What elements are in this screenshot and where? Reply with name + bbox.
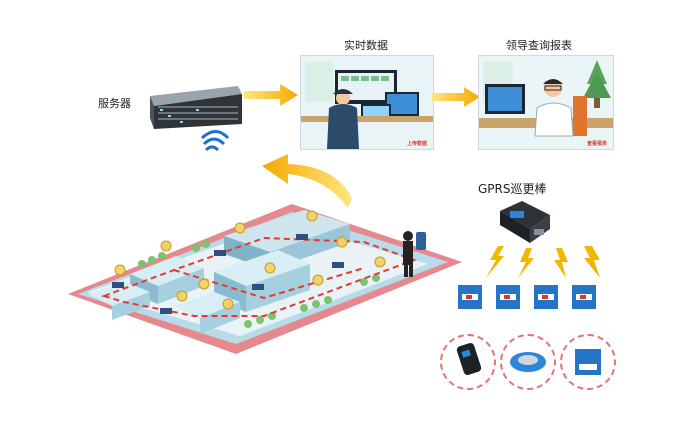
- wifi-icon: [200, 128, 230, 156]
- server-icon: [146, 84, 244, 130]
- campus-map: [64, 198, 466, 360]
- tree-icon: [583, 60, 611, 108]
- arrow-campus-to-server: [256, 152, 352, 212]
- device-circle-tag: [560, 334, 616, 390]
- leader-screen-caption: 查看报表: [586, 141, 607, 147]
- realtime-panel: 上传数据: [300, 55, 434, 150]
- realtime-label: 实时数据: [344, 39, 388, 52]
- card-reader-row: [458, 284, 628, 310]
- leader-label: 领导查询报表: [506, 39, 572, 52]
- info-button-icon: [510, 352, 546, 372]
- guard-icon: [403, 231, 426, 277]
- checkpoint-tag-icon: [575, 349, 601, 375]
- server-label: 服务器: [98, 97, 131, 110]
- card-reader-icon: [458, 285, 596, 309]
- device-circle-stick: [440, 334, 496, 390]
- device-circle-button: [500, 334, 556, 390]
- arrow-server-to-realtime: [244, 82, 300, 108]
- gprs-label: GPRS巡更棒: [478, 182, 547, 196]
- realtime-screen-caption: 上传数据: [406, 141, 427, 147]
- monitor-icon: [479, 56, 613, 149]
- checkpoint-icon: [112, 210, 386, 314]
- lightning-icon: [476, 246, 626, 278]
- arrow-realtime-to-leader: [432, 85, 482, 109]
- patrol-stick-icon: [456, 342, 482, 376]
- patrol-stick-icon: [496, 201, 552, 245]
- monitor-icon: [301, 56, 433, 149]
- leader-panel: 查看报表: [478, 55, 614, 150]
